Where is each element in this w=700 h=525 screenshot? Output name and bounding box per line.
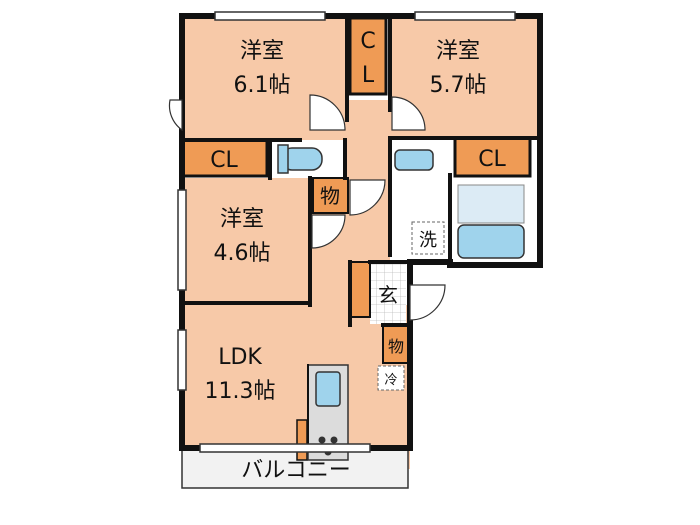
door-swing [309, 94, 346, 131]
top-closet-l: L [362, 63, 375, 88]
upper-storage [312, 177, 349, 214]
bathtub-icon [457, 224, 525, 259]
window [214, 11, 326, 21]
right-closet-label: CL [478, 147, 506, 172]
door-swing [391, 96, 426, 131]
kitchen-storage [296, 419, 308, 461]
fridge-label: 冷 [384, 373, 397, 388]
kitchen-sink-icon [315, 371, 341, 407]
toilet-tank-icon [277, 144, 289, 174]
floor-areas [182, 16, 540, 469]
labels: 洋室 6.1帖 洋室 5.7帖 洋室 4.6帖 LDK 11.3帖 C L CL… [205, 29, 507, 483]
closets [180, 16, 532, 461]
window [177, 189, 187, 291]
washer-space [411, 221, 445, 255]
east-bedroom-size: 5.7帖 [430, 73, 487, 98]
genkan-label: 玄 [378, 283, 398, 307]
ldk-name: LDK [218, 345, 262, 370]
lower-storage-label: 物 [388, 337, 404, 356]
west-bedroom-size: 6.1帖 [234, 73, 291, 98]
doors [168, 94, 446, 321]
windows [177, 11, 516, 453]
entrance [370, 262, 406, 324]
east-bedroom-name: 洋室 [436, 39, 480, 64]
door-swing [311, 214, 346, 249]
top-closet-c: C [360, 29, 375, 54]
door-swing [168, 99, 183, 132]
fridge-space [377, 365, 405, 391]
balcony-floor [181, 447, 409, 489]
ldk-floor [182, 305, 410, 469]
left-closet-label: CL [210, 148, 238, 173]
mid-bedroom-size: 4.6帖 [214, 241, 271, 266]
top-closet [348, 16, 388, 96]
stove-burner-icon [318, 436, 326, 444]
wash-basin-icon [394, 149, 434, 171]
balcony-label: バルコニー [241, 458, 351, 483]
genkan-storage [349, 261, 371, 318]
ldk-size: 11.3帖 [205, 379, 276, 404]
window [414, 11, 516, 21]
door-swing [409, 284, 446, 321]
window [177, 329, 187, 391]
washer-label: 洗 [419, 230, 437, 251]
inner-wall [180, 14, 542, 307]
mid-bedroom-floor [182, 178, 310, 303]
window [199, 443, 371, 453]
west-bedroom-name: 洋室 [240, 39, 284, 64]
fixtures [277, 144, 525, 461]
mid-bedroom-name: 洋室 [220, 207, 264, 232]
right-closet [453, 136, 532, 178]
door-swing [349, 179, 386, 216]
shower-area [457, 184, 525, 224]
stove-burner-icon [330, 436, 338, 444]
upper-storage-label: 物 [320, 184, 340, 208]
inner-wall-hall [348, 260, 412, 327]
ldk-floor-upper [310, 305, 350, 325]
